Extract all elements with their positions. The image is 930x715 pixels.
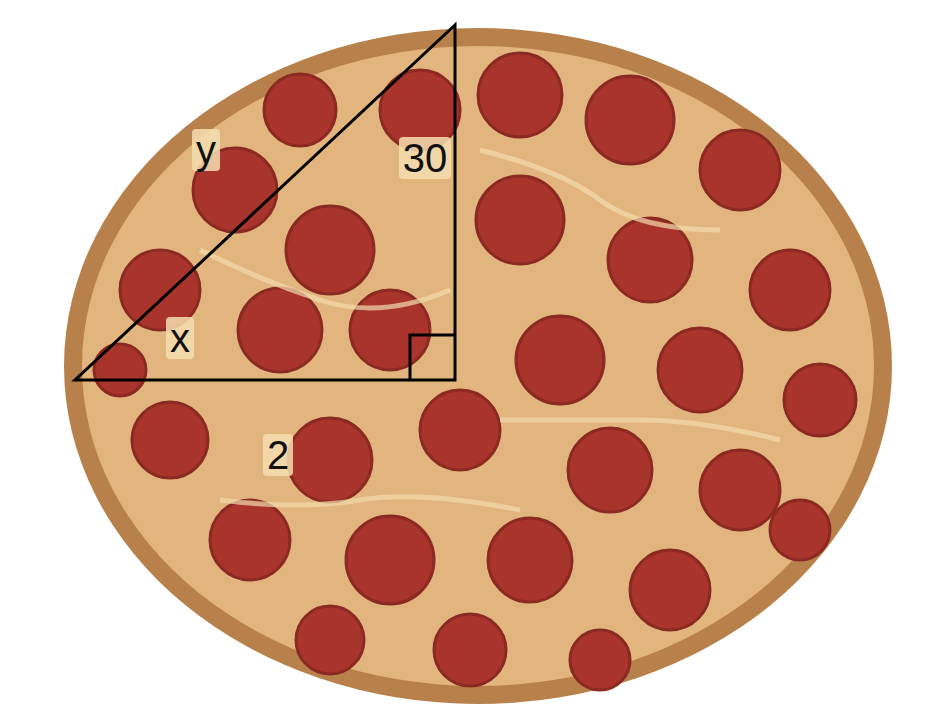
dimension-label: y — [192, 129, 220, 171]
dimension-label: 30 — [399, 137, 452, 179]
dimension-label: x — [166, 317, 194, 359]
dimension-label: 2 — [263, 434, 293, 476]
